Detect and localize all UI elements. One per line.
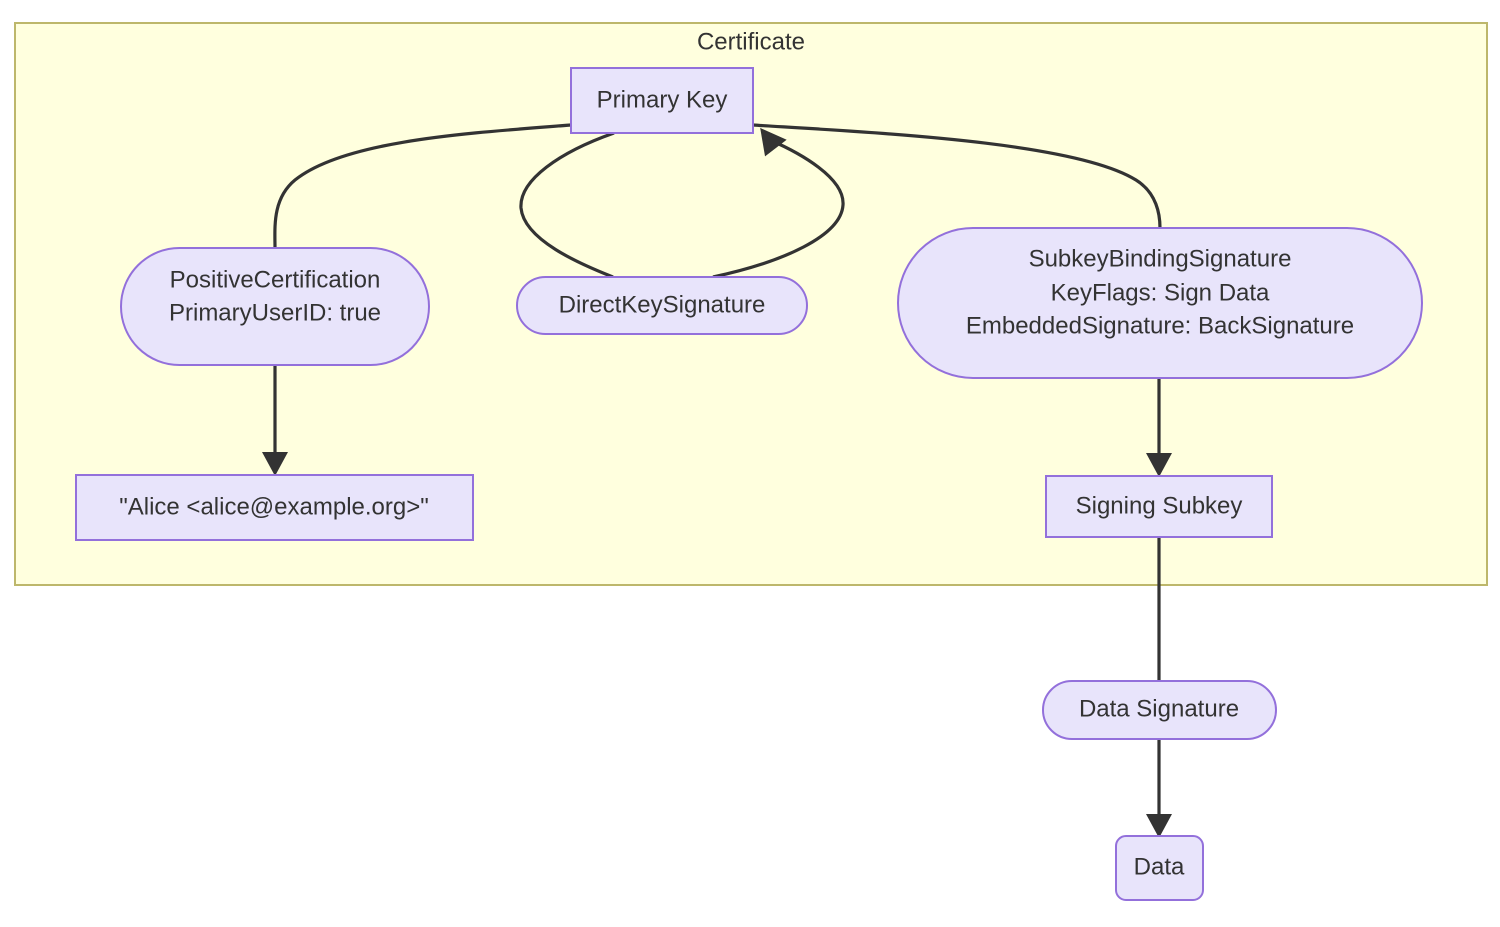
node-subkey-binding-signature[interactable]: SubkeyBindingSignature KeyFlags: Sign Da…	[897, 227, 1423, 379]
node-data-signature[interactable]: Data Signature	[1042, 680, 1277, 740]
edge-primary-key-to-subkey-binding-signature	[752, 123, 1162, 229]
node-positive-certification-label-line2: PrimaryUserID: true	[169, 299, 381, 326]
node-data-label: Data	[1134, 853, 1185, 880]
node-user-id-shape[interactable]	[75, 474, 474, 541]
node-layer: Primary Key PositiveCertification Primar…	[75, 67, 1423, 901]
node-primary-key-shape[interactable]	[570, 67, 754, 134]
certificate-subgraph-label: Certificate	[697, 28, 805, 55]
node-data-signature-label: Data Signature	[1079, 695, 1239, 722]
node-direct-key-signature-shape[interactable]	[516, 276, 808, 335]
node-direct-key-signature-label: DirectKeySignature	[559, 291, 766, 318]
arrowhead-to-user-id	[262, 452, 288, 476]
node-user-id-label: "Alice <alice@example.org>"	[119, 493, 429, 520]
edge-layer	[262, 123, 1172, 838]
node-data[interactable]: Data	[1115, 835, 1204, 901]
edge-primary-key-to-positive-certification	[273, 123, 572, 249]
edge-direct-key-signature-to-primary-key	[712, 138, 845, 279]
arrowhead-to-data	[1146, 814, 1172, 838]
node-positive-certification-label-line1: PositiveCertification	[170, 266, 381, 293]
node-subkey-binding-signature-label-line1: SubkeyBindingSignature	[1029, 245, 1292, 272]
arrowhead-to-primary-key	[760, 127, 787, 157]
node-subkey-binding-signature-label-line3: EmbeddedSignature: BackSignature	[966, 312, 1354, 339]
node-signing-subkey-label: Signing Subkey	[1076, 492, 1243, 519]
edge-primary-key-to-direct-key-signature	[519, 131, 615, 279]
node-direct-key-signature[interactable]: DirectKeySignature	[516, 276, 808, 335]
node-data-signature-shape[interactable]	[1042, 680, 1277, 740]
node-positive-certification-shape[interactable]	[120, 247, 430, 366]
node-subkey-binding-signature-label-line2: KeyFlags: Sign Data	[1051, 279, 1270, 306]
node-primary-key-label: Primary Key	[597, 86, 728, 113]
node-signing-subkey-shape[interactable]	[1045, 475, 1273, 538]
node-signing-subkey[interactable]: Signing Subkey	[1045, 475, 1273, 538]
node-user-id[interactable]: "Alice <alice@example.org>"	[75, 474, 474, 541]
arrowhead-to-signing-subkey	[1146, 453, 1172, 477]
node-positive-certification[interactable]: PositiveCertification PrimaryUserID: tru…	[120, 247, 430, 366]
node-primary-key[interactable]: Primary Key	[570, 67, 754, 134]
node-subkey-binding-signature-shape[interactable]	[897, 227, 1423, 379]
node-data-shape[interactable]	[1115, 835, 1204, 901]
